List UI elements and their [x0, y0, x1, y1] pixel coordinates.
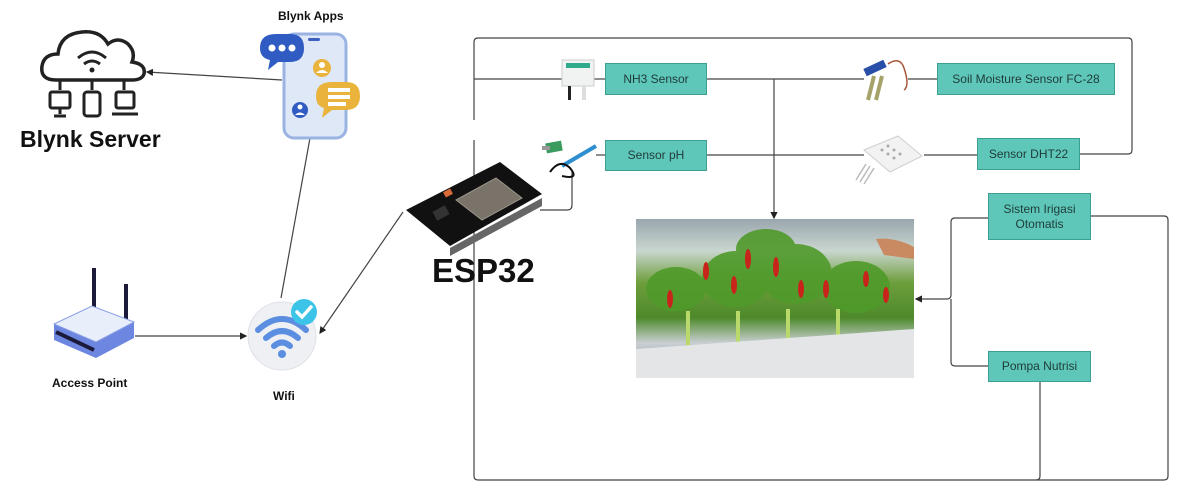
access-point-label: Access Point	[52, 376, 128, 390]
soil-moisture-sensor-box: Soil Moisture Sensor FC-28	[937, 63, 1115, 95]
ph-sensor-box: Sensor pH	[605, 140, 707, 171]
dht22-sensor-box: Sensor DHT22	[977, 138, 1080, 170]
esp32-board-icon	[404, 160, 544, 258]
nh3-sensor-icon	[560, 58, 596, 102]
blynk-apps-label: Blynk Apps	[278, 9, 344, 23]
ph-sensor-icon	[540, 138, 602, 184]
app-to-server-line	[145, 68, 283, 81]
wifi-label: Wifi	[273, 389, 295, 403]
irrigation-system-box: Sistem Irigasi Otomatis	[988, 193, 1091, 240]
phone-app-icon	[256, 30, 364, 142]
wifi-icon	[246, 298, 322, 374]
cloud-server-icon	[36, 22, 148, 122]
esp32-label: ESP32	[432, 252, 535, 289]
router-icon	[50, 266, 140, 362]
esp-to-wifi-line	[319, 211, 404, 334]
blynk-server-label: Blynk Server	[20, 126, 161, 152]
outer-bottom-frame	[473, 140, 1169, 481]
outer-top-frame	[473, 37, 1133, 155]
check-badge-icon	[291, 299, 317, 325]
soil-moisture-sensor-icon	[860, 56, 920, 106]
nh3-sensor-box: NH3 Sensor	[605, 63, 707, 95]
app-to-wifi-line	[280, 137, 311, 299]
nutrient-pump-box: Pompa Nutrisi	[988, 351, 1091, 382]
hydroponic-chili-plant-image	[636, 219, 914, 378]
dht22-sensor-icon	[852, 132, 926, 186]
